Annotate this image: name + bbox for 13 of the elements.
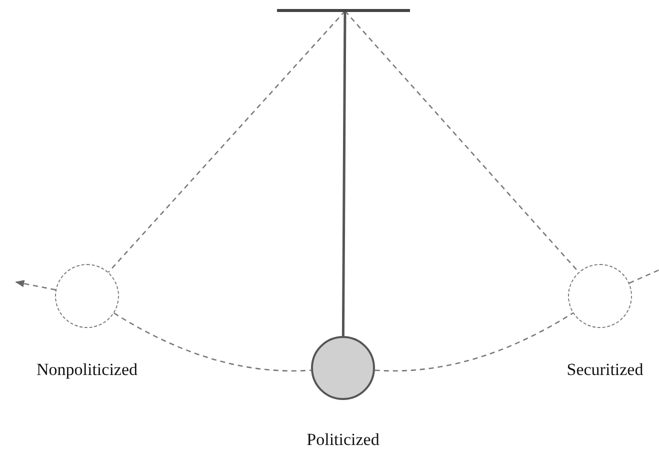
arrow [15,280,56,290]
state-label: Politicized [306,430,380,450]
dashed-line [629,269,659,284]
state-label: Securitized [566,360,644,380]
pendulum-string [342,11,346,336]
dashed-line [344,10,580,273]
pivot-bar [277,9,410,12]
bob-position-circle [568,264,632,328]
dashed-line [374,312,574,372]
dashed-line [108,10,346,273]
bob-position-circle [55,264,119,328]
state-label: Nonpoliticized [36,360,138,380]
dashed-line [114,312,312,372]
